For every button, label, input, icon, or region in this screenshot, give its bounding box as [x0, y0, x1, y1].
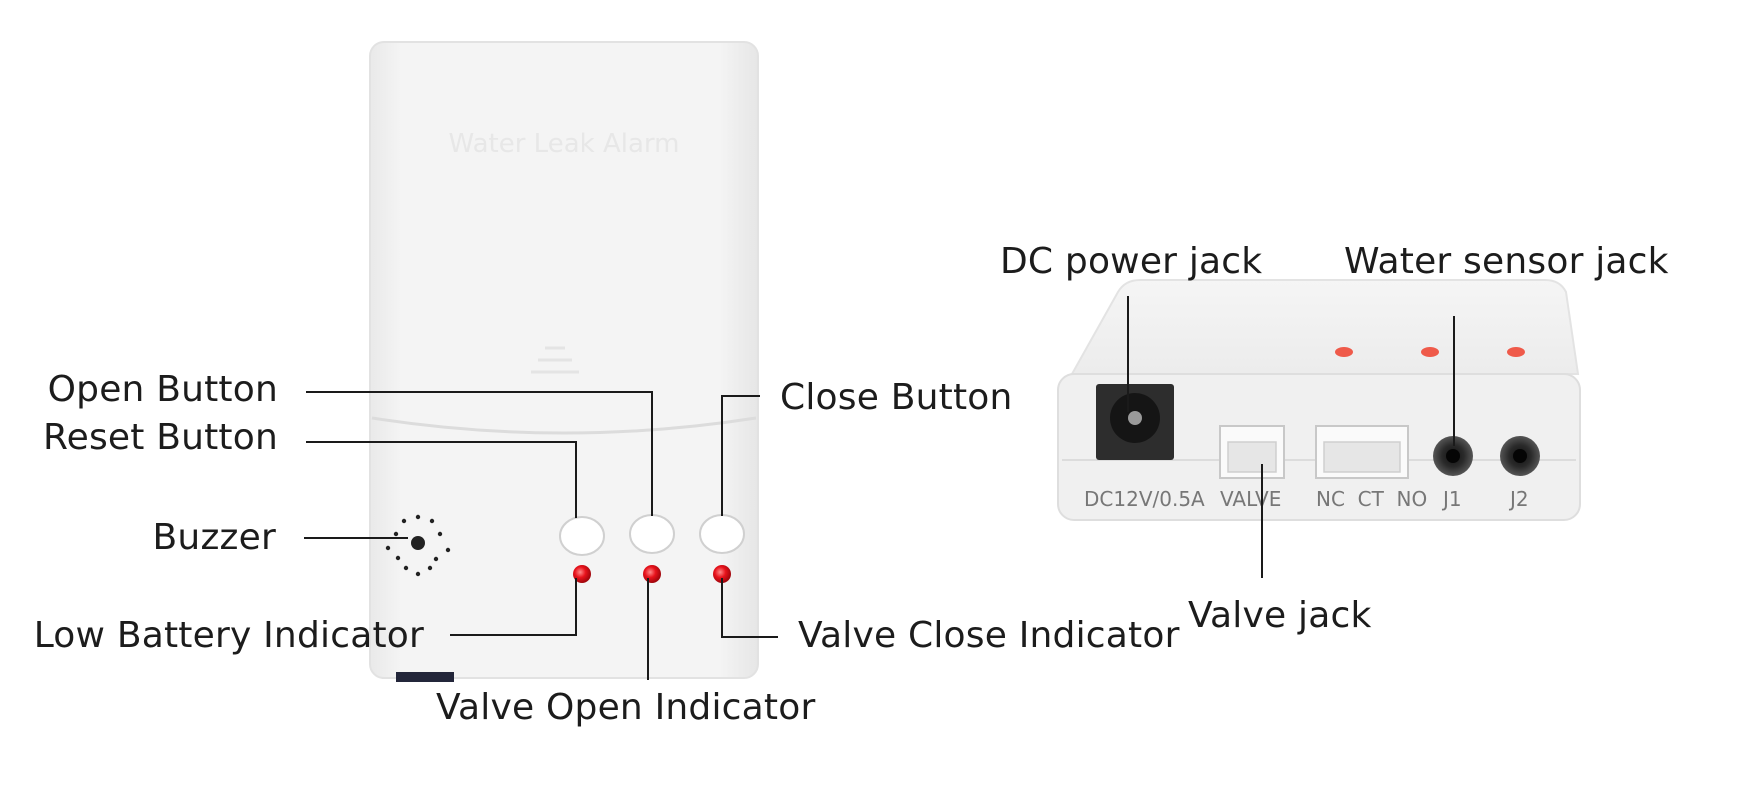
open-button[interactable]	[629, 514, 675, 554]
port-label-j2: J2	[1508, 487, 1529, 511]
leader-low-battery	[450, 578, 577, 636]
panel-seam	[371, 416, 757, 435]
dc-jack-pin	[1128, 411, 1142, 425]
reset-button[interactable]	[559, 516, 605, 556]
valve-connector-inner	[1227, 441, 1277, 473]
relay-connector-inner	[1323, 441, 1401, 473]
leader-reset-button	[306, 441, 577, 518]
top-led-3	[1507, 347, 1525, 357]
emboss-mark	[531, 346, 579, 374]
buzzer-grille	[385, 514, 451, 577]
label-valve-jack: Valve jack	[1188, 595, 1372, 636]
leader-open-button	[306, 391, 653, 516]
port-label-j1: J1	[1441, 487, 1462, 511]
port-label-dc: DC12V/0.5A	[1084, 487, 1205, 511]
label-reset-button: Reset Button	[43, 417, 278, 458]
top-led-2	[1421, 347, 1439, 357]
close-button[interactable]	[699, 514, 745, 554]
port-label-relay: NC CT NO	[1316, 487, 1427, 511]
label-open-button: Open Button	[47, 369, 278, 410]
device-top-surface	[1070, 279, 1580, 375]
valve-open-led	[643, 565, 661, 583]
label-low-battery-indicator: Low Battery Indicator	[33, 615, 424, 656]
device-brand-text: Water Leak Alarm	[449, 129, 680, 159]
leader-lines	[304, 296, 1455, 680]
leader-valve-close	[721, 578, 778, 638]
label-water-sensor-jack: Water sensor jack	[1344, 241, 1669, 282]
low-battery-led	[573, 565, 591, 583]
port-label-valve: VALVE	[1220, 487, 1281, 511]
top-led-1	[1335, 347, 1353, 357]
valve-close-led	[713, 565, 731, 583]
label-valve-open-indicator: Valve Open Indicator	[436, 687, 816, 728]
side-panel: DC12V/0.5A VALVE NC CT NO J1 J2	[1057, 279, 1581, 521]
j2-jack-center	[1513, 449, 1527, 463]
label-dc-power-jack: DC power jack	[1000, 241, 1263, 282]
front-panel: Water Leak Alarm	[369, 41, 759, 682]
label-close-button: Close Button	[780, 377, 1013, 418]
leader-close-button	[721, 395, 760, 516]
j1-jack-center	[1446, 449, 1460, 463]
label-valve-close-indicator: Valve Close Indicator	[798, 615, 1180, 656]
bottom-tab	[396, 672, 454, 682]
label-buzzer: Buzzer	[152, 517, 276, 558]
